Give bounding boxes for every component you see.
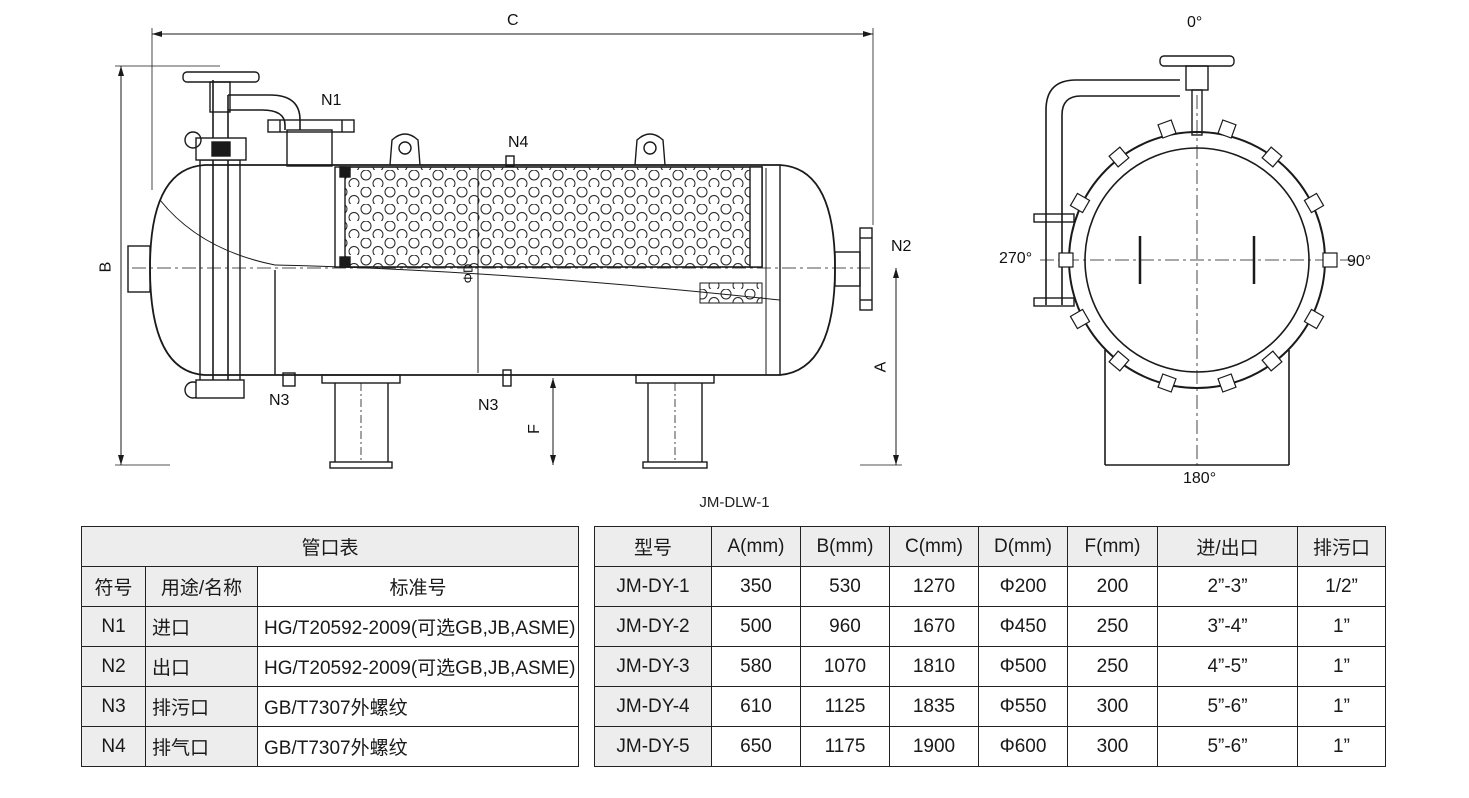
- table-row: N4 排气口 GB/T7307外螺纹: [81, 726, 580, 767]
- nozzle-symbol: N4: [81, 726, 146, 767]
- nozzle-symbol: N1: [81, 606, 146, 647]
- nozzle-symbol: N2: [81, 646, 146, 687]
- model-spec-table: 型号 A(mm) B(mm) C(mm) D(mm) F(mm) 进/出口 排污…: [594, 526, 1386, 767]
- model-header-f: F(mm): [1067, 526, 1158, 567]
- cell-c: 1810: [889, 646, 979, 687]
- cell-c: 1270: [889, 566, 979, 607]
- model-header-b: B(mm): [800, 526, 890, 567]
- nozzle-header-symbol: 符号: [81, 566, 146, 607]
- nozzle-n4-label: N4: [508, 134, 529, 151]
- nozzle-use: 排气口: [145, 726, 258, 767]
- model-header-d: D(mm): [978, 526, 1068, 567]
- end-view: [1033, 55, 1355, 466]
- table-row: N2 出口 HG/T20592-2009(可选GB,JB,ASME): [81, 646, 580, 687]
- nozzle-table: 管口表 符号 用途/名称 标准号 N1 进口 HG/T20592-2009(可选…: [80, 526, 580, 767]
- cell-f: 250: [1067, 646, 1158, 687]
- cell-f: 200: [1067, 566, 1158, 607]
- side-view: [115, 28, 902, 469]
- cell-a: 500: [711, 606, 801, 647]
- nozzle-standard: GB/T7307外螺纹: [256, 686, 580, 727]
- dim-c-label: C: [507, 12, 519, 29]
- cell-d: Φ500: [978, 646, 1068, 687]
- cell-f: 250: [1067, 606, 1158, 647]
- angle-0-label: 0°: [1187, 14, 1203, 31]
- nozzle-n1-label: N1: [321, 92, 342, 109]
- cell-c: 1670: [889, 606, 979, 647]
- nozzle-use: 进口: [145, 606, 258, 647]
- model-header-model: 型号: [594, 526, 712, 567]
- cell-a: 350: [711, 566, 801, 607]
- cell-drain: 1”: [1297, 726, 1386, 767]
- cell-c: 1900: [889, 726, 979, 767]
- cell-inout: 2”-3”: [1157, 566, 1298, 607]
- model-table-header: 型号 A(mm) B(mm) C(mm) D(mm) F(mm) 进/出口 排污…: [594, 526, 1386, 567]
- cell-b: 530: [800, 566, 890, 607]
- model-name: JM-DY-4: [594, 686, 712, 727]
- drawing-caption: JM-DLW-1: [699, 494, 770, 511]
- table-row: JM-DY-5 650 1175 1900 Φ600 300 5”-6” 1”: [594, 726, 1386, 767]
- cell-b: 1070: [800, 646, 890, 687]
- cell-drain: 1”: [1297, 646, 1386, 687]
- cell-b: 1125: [800, 686, 890, 727]
- engineering-drawing: [115, 28, 1355, 469]
- model-name: JM-DY-1: [594, 566, 712, 607]
- cell-f: 300: [1067, 686, 1158, 727]
- table-row: N3 排污口 GB/T7307外螺纹: [81, 686, 580, 727]
- nozzle-n3-label: N3: [269, 392, 290, 409]
- cell-drain: 1/2”: [1297, 566, 1386, 607]
- nozzle-header-standard: 标准号: [256, 566, 580, 607]
- nozzle-standard: GB/T7307外螺纹: [256, 726, 580, 767]
- cell-c: 1835: [889, 686, 979, 727]
- table-row: JM-DY-2 500 960 1670 Φ450 250 3”-4” 1”: [594, 606, 1386, 647]
- cell-inout: 5”-6”: [1157, 726, 1298, 767]
- model-header-c: C(mm): [889, 526, 979, 567]
- nozzle-header-use: 用途/名称: [145, 566, 258, 607]
- angle-180-label: 180°: [1183, 470, 1217, 487]
- nozzle-n3-label: N3: [478, 397, 499, 414]
- nozzle-symbol: N3: [81, 686, 146, 727]
- nozzle-table-title: 管口表: [80, 526, 580, 567]
- dim-a-label: A: [872, 361, 890, 373]
- model-header-a: A(mm): [711, 526, 801, 567]
- cell-f: 300: [1067, 726, 1158, 767]
- cell-d: Φ550: [978, 686, 1068, 727]
- model-name: JM-DY-3: [594, 646, 712, 687]
- nozzle-standard: HG/T20592-2009(可选GB,JB,ASME): [256, 646, 580, 687]
- table-row: N1 进口 HG/T20592-2009(可选GB,JB,ASME): [81, 606, 580, 647]
- cell-a: 650: [711, 726, 801, 767]
- model-name: JM-DY-5: [594, 726, 712, 767]
- dim-f-label: F: [525, 424, 543, 434]
- cell-inout: 4”-5”: [1157, 646, 1298, 687]
- cell-d: Φ450: [978, 606, 1068, 647]
- nozzle-standard: HG/T20592-2009(可选GB,JB,ASME): [256, 606, 580, 647]
- cell-d: Φ600: [978, 726, 1068, 767]
- cell-inout: 3”-4”: [1157, 606, 1298, 647]
- cell-b: 960: [800, 606, 890, 647]
- model-name: JM-DY-2: [594, 606, 712, 647]
- cell-d: Φ200: [978, 566, 1068, 607]
- model-header-inout: 进/出口: [1157, 526, 1298, 567]
- model-header-drain: 排污口: [1297, 526, 1386, 567]
- angle-270-label: 270°: [999, 250, 1033, 267]
- dim-b-label: B: [97, 261, 115, 273]
- nozzle-use: 出口: [145, 646, 258, 687]
- table-row: JM-DY-1 350 530 1270 Φ200 200 2”-3” 1/2”: [594, 566, 1386, 607]
- cell-inout: 5”-6”: [1157, 686, 1298, 727]
- dim-d-label: ΦD: [460, 263, 476, 284]
- cell-drain: 1”: [1297, 606, 1386, 647]
- table-row: JM-DY-3 580 1070 1810 Φ500 250 4”-5” 1”: [594, 646, 1386, 687]
- table-row: JM-DY-4 610 1125 1835 Φ550 300 5”-6” 1”: [594, 686, 1386, 727]
- nozzle-n2-label: N2: [891, 238, 912, 255]
- cell-a: 610: [711, 686, 801, 727]
- cell-b: 1175: [800, 726, 890, 767]
- cell-a: 580: [711, 646, 801, 687]
- nozzle-use: 排污口: [145, 686, 258, 727]
- angle-90-label: 90°: [1347, 253, 1372, 270]
- cell-drain: 1”: [1297, 686, 1386, 727]
